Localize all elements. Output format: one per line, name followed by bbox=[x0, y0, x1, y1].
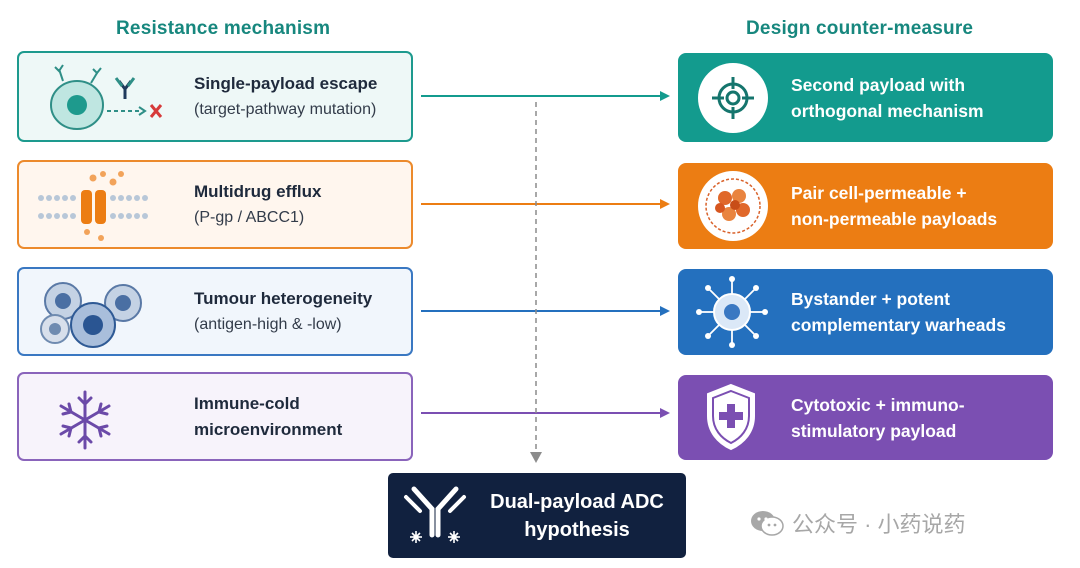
countermeasure-line-1: Bystander + potent bbox=[791, 289, 950, 309]
dual-payload-adc-hypothesis-box: Dual-payload ADC hypothesis bbox=[388, 473, 686, 558]
dashed-arrow-head bbox=[530, 452, 542, 463]
result-line-2: hypothesis bbox=[524, 518, 630, 541]
countermeasure-box-permeable-payloads: Pair cell-permeable + non-permeable payl… bbox=[678, 163, 1053, 249]
result-line-1: Dual-payload ADC bbox=[490, 490, 664, 513]
mechanism-box-single-payload-escape: Single-payload escape (target-pathway mu… bbox=[17, 51, 413, 142]
wechat-icon bbox=[751, 511, 784, 536]
mechanism-box-immune-cold: Immune-cold microenvironment bbox=[17, 372, 413, 461]
design-countermeasure-header: Design counter-measure bbox=[746, 18, 974, 39]
mechanism-title: Single-payload escape bbox=[194, 73, 378, 93]
countermeasure-line-1: Cytotoxic + immuno- bbox=[791, 394, 965, 415]
mechanism-detail: (P-gp / ABCC1) bbox=[194, 208, 305, 226]
countermeasure-box-bystander-warheads: Bystander + potent complementary warhead… bbox=[678, 269, 1053, 355]
countermeasure-box-immunostimulatory: Cytotoxic + immuno- stimulatory payload bbox=[678, 375, 1053, 460]
mechanism-title: Tumour heterogeneity bbox=[194, 288, 373, 308]
countermeasure-line-2: stimulatory payload bbox=[791, 420, 957, 441]
cell-cluster-icon bbox=[698, 171, 768, 241]
countermeasure-line-1: Pair cell-permeable + bbox=[791, 183, 967, 203]
watermark-text: 公众号 · 小药说药 bbox=[792, 512, 966, 537]
mechanism-detail: (target-pathway mutation) bbox=[194, 100, 377, 118]
heterogeneous-cells-icon bbox=[40, 282, 142, 348]
countermeasure-line-2: orthogonal mechanism bbox=[791, 100, 984, 121]
countermeasure-line-2: complementary warheads bbox=[791, 315, 1006, 335]
countermeasure-line-1: Second payload with bbox=[791, 74, 966, 95]
mechanism-box-multidrug-efflux: Multidrug efflux (P-gp / ABCC1) bbox=[17, 160, 413, 249]
shield-plus-icon bbox=[704, 382, 758, 452]
countermeasure-box-second-payload: Second payload with orthogonal mechanism bbox=[678, 53, 1053, 142]
watermark: 公众号 · 小药说药 bbox=[750, 507, 966, 539]
mechanism-detail: microenvironment bbox=[194, 419, 343, 439]
snowflake-icon bbox=[59, 390, 111, 450]
mechanism-title: Immune-cold bbox=[194, 393, 300, 413]
bystander-cell-icon bbox=[692, 273, 772, 351]
countermeasure-line-2: non-permeable payloads bbox=[791, 209, 998, 229]
target-crosshair-icon bbox=[698, 63, 768, 133]
mechanism-title: Multidrug efflux bbox=[194, 181, 322, 201]
cell-receptor-blocked-icon bbox=[50, 64, 163, 130]
mechanism-box-tumour-heterogeneity: Tumour heterogeneity (antigen-high & -lo… bbox=[17, 267, 413, 356]
resistance-mechanism-header: Resistance mechanism bbox=[116, 18, 331, 39]
membrane-pump-icon bbox=[38, 171, 148, 241]
mechanism-detail: (antigen-high & -low) bbox=[194, 315, 342, 333]
antibody-icon bbox=[404, 486, 466, 543]
